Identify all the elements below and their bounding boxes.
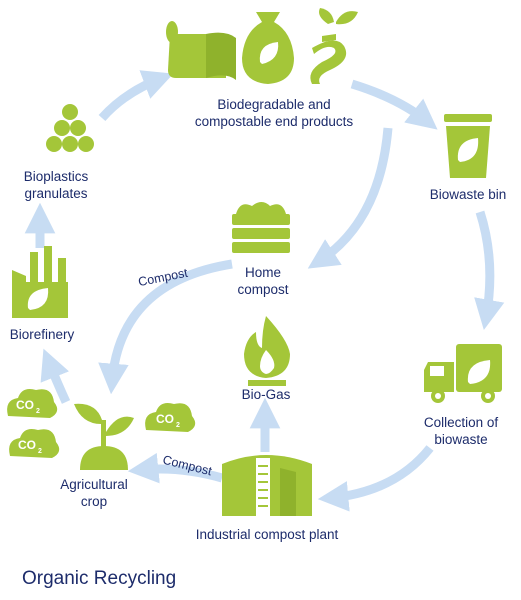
truck-icon [424, 344, 502, 403]
co2-sub: 2 [176, 422, 180, 429]
co2-sub: 2 [38, 448, 42, 455]
sprout-ribbon-icon [310, 8, 358, 84]
granulates-label: Bioplastics granulates [23, 169, 89, 201]
bin-icon [444, 114, 492, 178]
arrow-products-to-home [307, 127, 393, 269]
arrow-products-to-bin [350, 79, 438, 130]
diagram-title: Organic Recycling [22, 568, 177, 589]
co2-text: CO [16, 398, 34, 412]
home-compost-label: Home compost [237, 265, 289, 297]
agricultural-crop-label: Agricultural crop [60, 477, 128, 509]
co2-cloud-icon [7, 389, 196, 458]
biorefinery-label: Biorefinery [9, 327, 75, 342]
arrow-plant-to-crop [127, 452, 224, 484]
arrow-granulates-to-products [98, 70, 174, 122]
sack-icon [242, 12, 294, 84]
end-products-label: Biodegradable and compostable end produc… [194, 97, 354, 129]
co2-text: CO [18, 438, 36, 452]
arrow-crop-to-biorefinery [40, 348, 71, 404]
co2-labels: CO 2 CO 2 CO 2 [16, 398, 180, 455]
arrow-home-to-crop [98, 259, 233, 395]
industrial-plant-label: Industrial compost plant [195, 527, 339, 542]
arrow-collection-to-plant [317, 445, 434, 512]
co2-text: CO [156, 412, 174, 426]
compost-box-icon [232, 202, 290, 253]
biogas-label: Bio-Gas [241, 387, 291, 402]
biowaste-bin-label: Biowaste bin [429, 187, 507, 202]
compost-tank-icon [222, 455, 312, 516]
factory-icon [12, 246, 68, 318]
co2-sub: 2 [36, 408, 40, 415]
granules-icon [46, 104, 94, 152]
plant-icon [74, 403, 134, 470]
collection-label: Collection of biowaste [423, 415, 499, 447]
arrow-bin-to-collection [474, 210, 505, 331]
film-roll-icon [166, 21, 236, 80]
flame-icon [244, 316, 290, 386]
